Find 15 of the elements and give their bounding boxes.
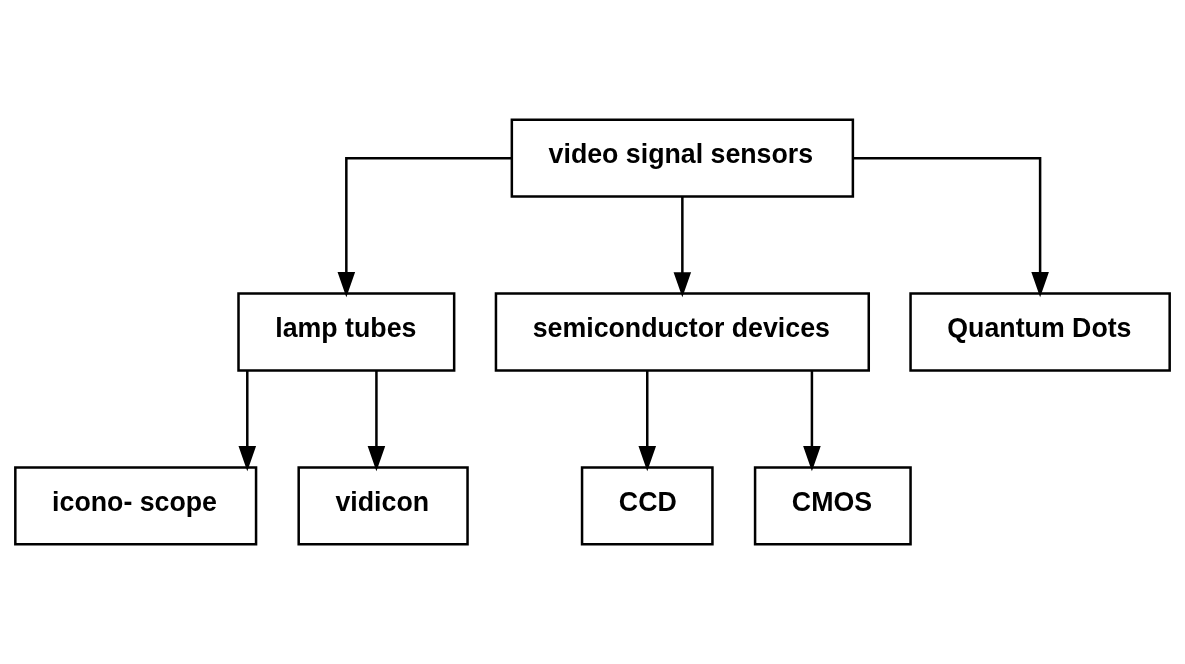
- arrow: [673, 196, 692, 298]
- node-box: lamp tubes: [237, 292, 456, 372]
- node-box: Quantum Dots: [909, 292, 1171, 372]
- node-box: semiconductor devices: [494, 292, 870, 372]
- arrow: [238, 370, 257, 472]
- arrow: [638, 370, 657, 472]
- node-box: video signal sensors: [510, 118, 855, 198]
- arrow: [337, 156, 512, 298]
- arrow: [853, 156, 1049, 298]
- arrow: [367, 370, 386, 472]
- node-box: CCD: [580, 466, 714, 546]
- node-box: vidicon: [297, 466, 469, 546]
- arrow: [803, 370, 821, 472]
- node-box: icono- scope: [14, 466, 258, 546]
- node-box: CMOS: [753, 466, 912, 546]
